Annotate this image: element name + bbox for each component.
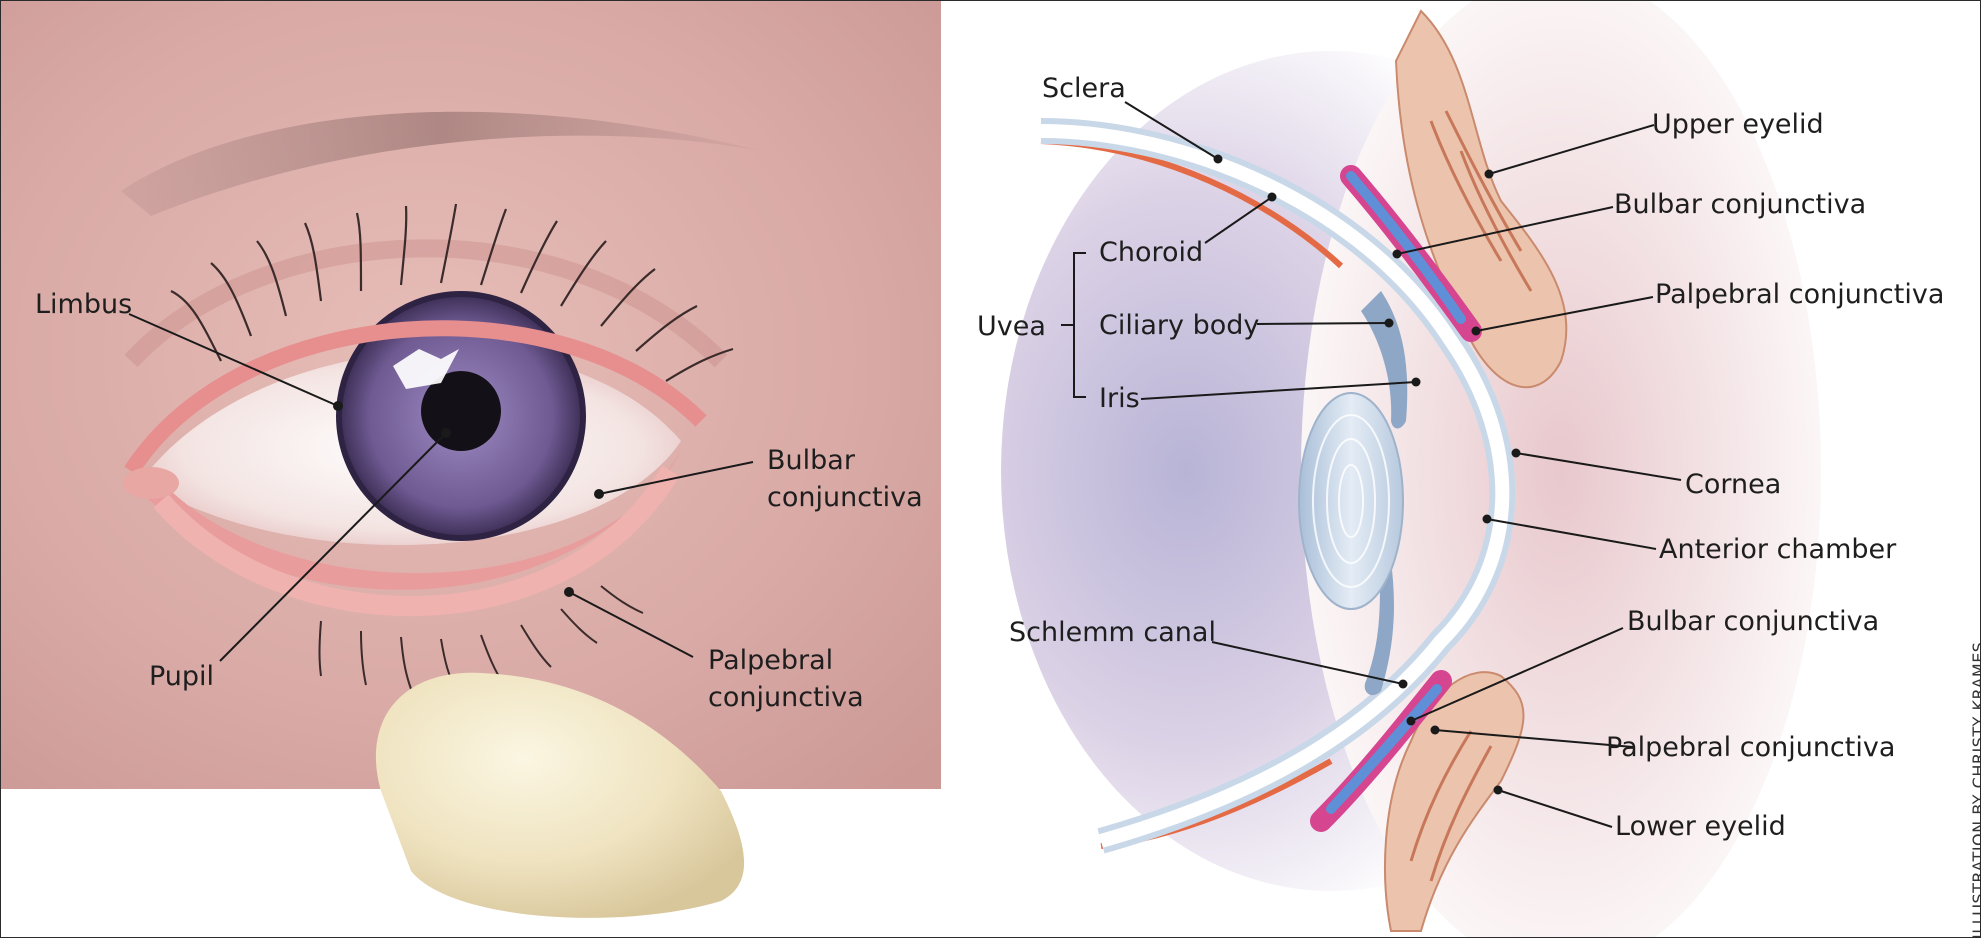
lower-conjunctiva-blue: [1326, 684, 1442, 814]
ciliary-body-upper: [1361, 291, 1408, 429]
lower-eyelashes: [318, 585, 644, 690]
upper-eyelid-glands: [1429, 110, 1533, 292]
label-iris: Iris: [1099, 383, 1140, 414]
left-leader-dots: [333, 401, 604, 597]
leader-palpebral-upper: [1475, 296, 1654, 332]
leader-pupil: [219, 432, 447, 662]
label-anterior-chamber: Anterior chamber: [1659, 534, 1897, 565]
leader-lower-eyelid: [1497, 789, 1613, 828]
label-schlemm-canal: Schlemm canal: [1009, 617, 1216, 648]
leader-sclera: [1124, 101, 1219, 160]
illustration-credit: ILLUSTRATION BY CHRISTY KRAMES: [1969, 641, 1981, 938]
cornea-band: [1040, 124, 1510, 848]
label-palpebral-line2: conjunctiva: [708, 682, 864, 713]
label-upper-eyelid: Upper eyelid: [1652, 109, 1824, 140]
upper-eyelashes: [170, 203, 734, 382]
lower-lid-inner: [131, 451, 681, 590]
lens-rings: [1312, 414, 1390, 588]
label-bulbar-lower: Bulbar conjunctiva: [1627, 606, 1880, 637]
leader-palpebral-left: [568, 591, 694, 658]
finger: [375, 672, 745, 918]
label-limbus: Limbus: [35, 289, 133, 320]
upper-conjunctiva-blue: [1346, 171, 1466, 324]
leader-upper-eyelid: [1488, 124, 1655, 175]
uvea-bracket: [1061, 252, 1086, 398]
left-leader-lines: [128, 313, 754, 662]
caruncle: [123, 467, 179, 499]
lower-eyelid: [1384, 671, 1525, 932]
label-palpebral-line1: Palpebral: [708, 645, 834, 676]
label-cornea: Cornea: [1685, 469, 1782, 500]
leader-bulbar-lower: [1410, 627, 1624, 722]
label-uvea: Uvea: [977, 311, 1046, 342]
label-palpebral-lower: Palpebral conjunctiva: [1606, 732, 1896, 763]
cross-section-illustration: [1001, 1, 1821, 937]
leader-iris: [1140, 381, 1417, 400]
leader-schlemm: [1211, 641, 1404, 685]
leader-palpebral-lower: [1434, 729, 1634, 748]
label-sclera: Sclera: [1042, 73, 1126, 104]
ciliary-body-lower: [1364, 561, 1394, 696]
right-leader-dots: [1213, 154, 1521, 795]
label-pupil: Pupil: [149, 661, 215, 692]
label-bulbar-line2: conjunctiva: [767, 482, 923, 513]
palpebral-conjunctiva-band: [153, 465, 680, 616]
lens: [1298, 392, 1404, 610]
lid-crease: [124, 239, 728, 368]
label-bulbar-line1: Bulbar: [767, 445, 855, 476]
leader-anterior-chamber: [1486, 518, 1657, 550]
lower-eyelid-glands: [1409, 730, 1493, 882]
leader-ciliary: [1256, 322, 1390, 325]
label-choroid: Choroid: [1099, 237, 1204, 268]
leader-bulbar-left: [598, 461, 754, 495]
leader-limbus: [128, 313, 339, 407]
leader-choroid: [1204, 196, 1273, 244]
limbus-ring: [336, 291, 586, 541]
label-lower-eyelid: Lower eyelid: [1615, 811, 1786, 842]
eye-highlight: [393, 349, 459, 389]
eyebrow: [121, 111, 761, 216]
leader-bulbar-upper: [1396, 206, 1614, 255]
label-palpebral-upper: Palpebral conjunctiva: [1655, 279, 1945, 310]
label-ciliary-body: Ciliary body: [1099, 310, 1260, 341]
right-leader-lines: [1124, 101, 1682, 828]
label-bulbar-upper: Bulbar conjunctiva: [1614, 189, 1867, 220]
upper-lid-margin: [124, 320, 707, 476]
pupil: [421, 371, 501, 451]
external-eye-illustration: [1, 1, 941, 918]
leader-cornea: [1515, 452, 1682, 481]
